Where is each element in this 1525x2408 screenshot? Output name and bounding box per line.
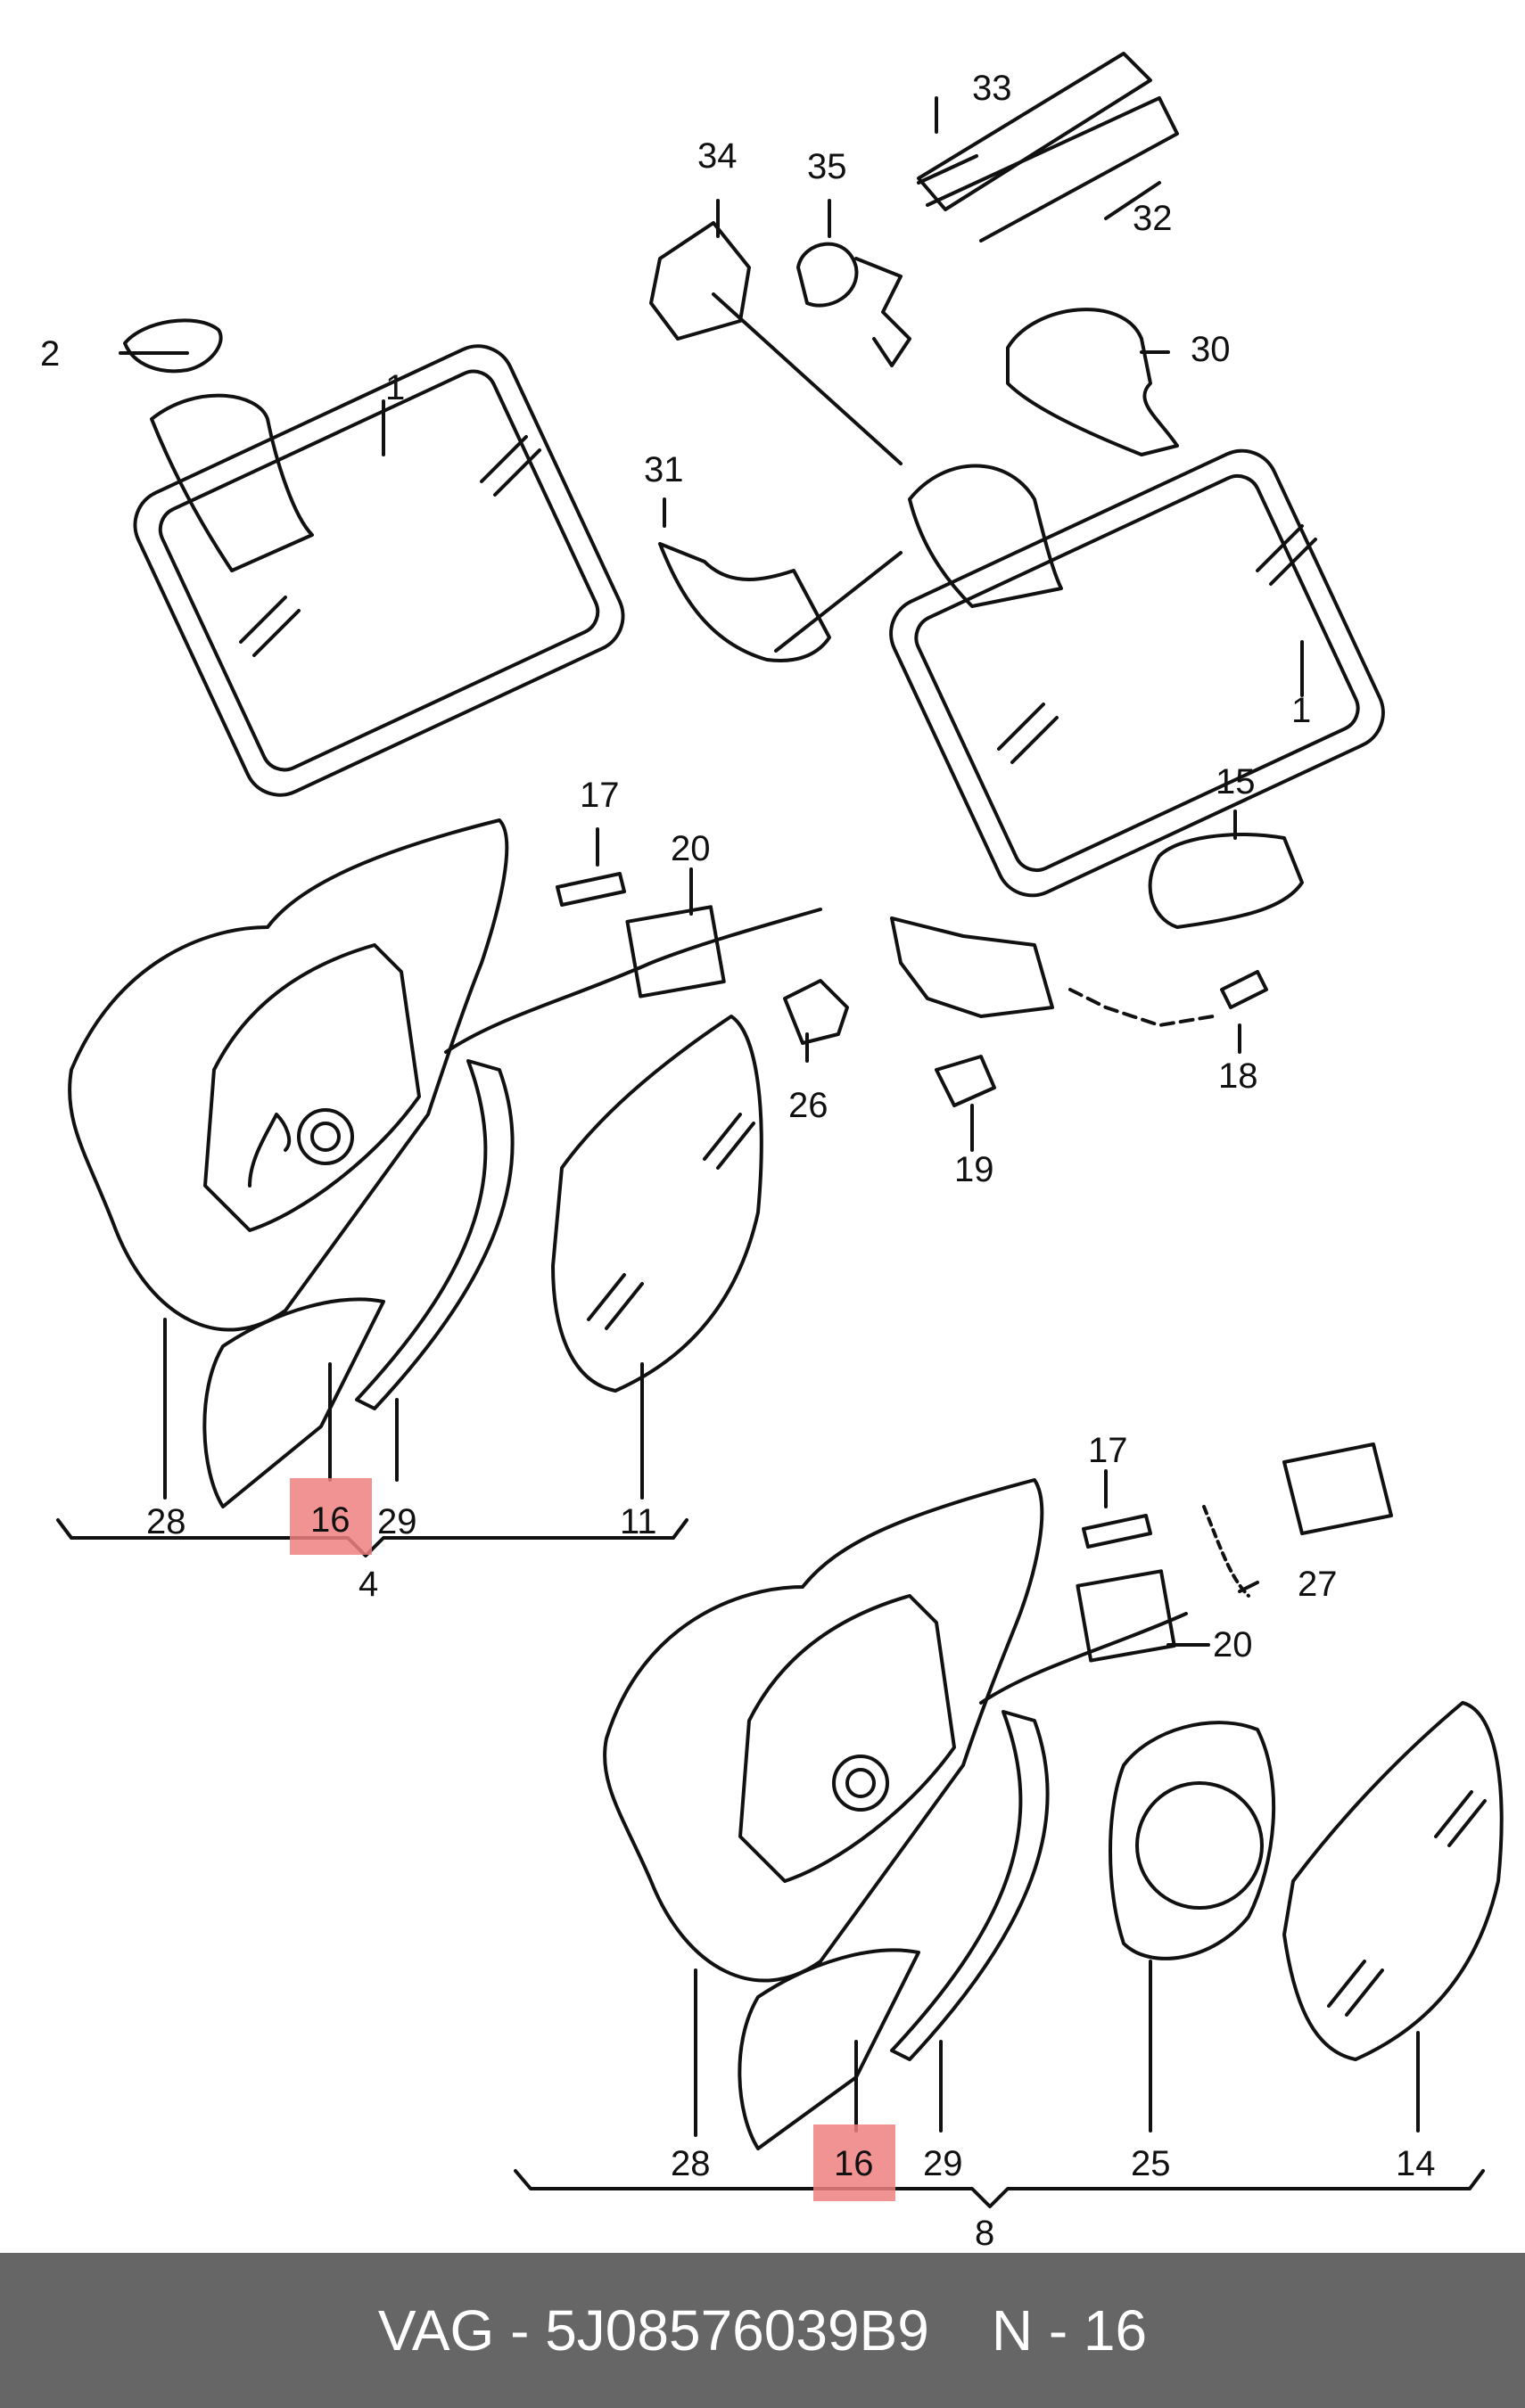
cable-left: [444, 908, 822, 1054]
clip-26: [783, 979, 849, 1045]
connector-27: [1282, 1442, 1393, 1535]
label-1a: 1: [385, 368, 405, 407]
motor-plug: [890, 916, 1054, 1018]
parts-diagram: 33 34 35 32 2 30 1 31 1 17 20 15 18 26 1…: [40, 52, 1504, 2253]
label-8: 8: [975, 2214, 994, 2253]
label-18: 18: [1218, 1056, 1258, 1096]
label-34: 34: [697, 136, 738, 176]
bracket-4: [56, 1518, 688, 1557]
label-26: 26: [788, 1086, 828, 1125]
screw-17-left: [556, 872, 626, 907]
label-32: 32: [1133, 199, 1173, 238]
label-35: 35: [807, 147, 847, 186]
label-25: 25: [1131, 2144, 1171, 2183]
seal-29-right: [890, 1710, 1050, 2061]
label-33: 33: [972, 69, 1012, 108]
footer-bar: VAG - 5J08576039B9 N - 16: [0, 2253, 1525, 2408]
cable-part-32: [926, 96, 1179, 242]
highlight-16-right: [813, 2124, 895, 2201]
interior-mirror-right: [889, 448, 1385, 898]
label-1b: 1: [1291, 691, 1311, 730]
label-27: 27: [1298, 1565, 1338, 1604]
label-11: 11: [620, 1502, 657, 1541]
clip-part-2: [123, 318, 223, 374]
cable-right: [979, 1612, 1188, 1705]
label-2: 2: [40, 334, 60, 374]
highlight-16-left: [290, 1478, 372, 1555]
exterior-mirror-assembly-4: [68, 818, 1304, 1508]
label-14: 14: [1396, 2144, 1436, 2183]
screw-17-right: [1082, 1514, 1152, 1549]
part-reference: N - 16: [991, 2298, 1148, 2363]
label-28a: 28: [146, 1502, 186, 1541]
label-17b: 17: [1088, 1431, 1128, 1470]
harness-top: [854, 257, 911, 367]
label-16b: 16: [834, 2144, 874, 2183]
label-15: 15: [1216, 762, 1256, 801]
label-31: 31: [644, 450, 684, 489]
connector-part-34: [649, 221, 751, 341]
label-16a: 16: [310, 1500, 350, 1540]
bracket-8: [514, 2169, 1485, 2208]
label-19: 19: [954, 1150, 994, 1189]
cover-part-31: [658, 542, 831, 662]
label-17a: 17: [580, 776, 620, 815]
grommet-20-right: [1076, 1569, 1176, 1663]
part-code: VAG - 5J08576039B9: [377, 2298, 929, 2363]
sensor-part-35: [796, 242, 859, 308]
label-20b: 20: [1213, 1625, 1253, 1664]
interior-mirror-left: [133, 344, 625, 797]
label-30: 30: [1191, 330, 1231, 369]
label-20a: 20: [671, 829, 711, 868]
label-28b: 28: [671, 2144, 711, 2183]
motor-25: [1109, 1721, 1276, 1960]
cover-part-30: [1006, 308, 1179, 456]
glass-plate-16-left: [202, 1297, 385, 1508]
seal-29-left: [355, 1059, 515, 1410]
label-4: 4: [359, 1565, 378, 1604]
clip-19: [935, 1055, 996, 1107]
label-29a: 29: [377, 1502, 417, 1541]
bulb-holder-15: [1148, 833, 1304, 929]
exterior-mirror-assembly-8: [603, 1442, 1504, 2150]
label-29b: 29: [923, 2144, 963, 2183]
strip-part-33: [917, 52, 1152, 211]
mirror-glass-11: [551, 1015, 763, 1393]
mirror-glass-14: [1282, 1701, 1504, 2061]
grommet-20-left: [625, 905, 726, 999]
screw-18: [1220, 970, 1268, 1009]
